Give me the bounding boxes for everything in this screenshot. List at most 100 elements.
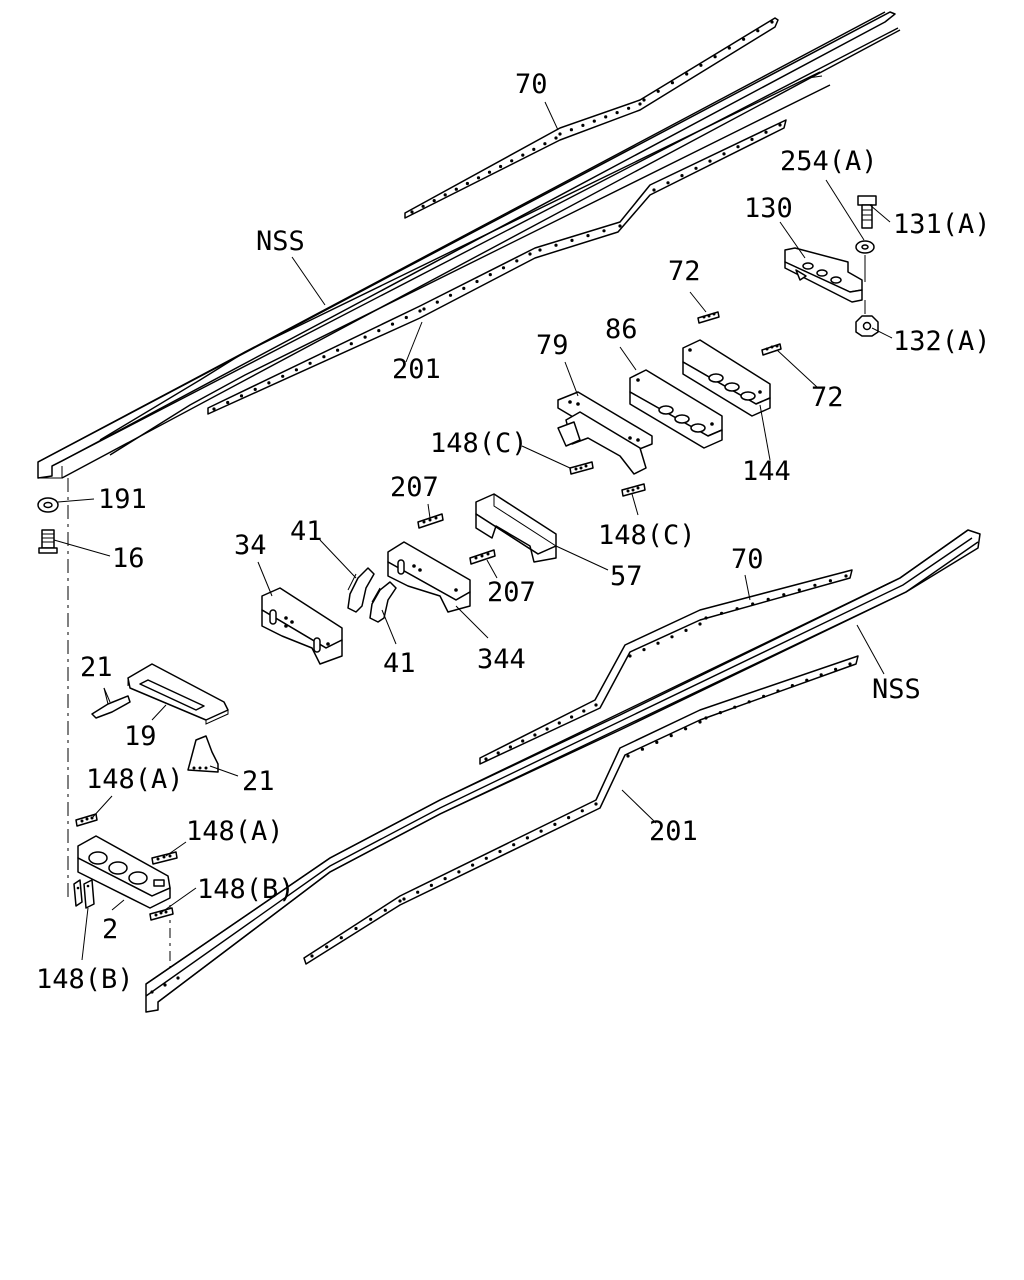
label-plate-70-lower: 70: [731, 544, 764, 575]
rivet-hole: [253, 387, 257, 391]
rivet-hole: [602, 229, 606, 233]
rivet-hole: [539, 829, 543, 833]
label-rivet-148b-right: 148(B): [197, 874, 295, 905]
rivet-hole: [404, 315, 408, 320]
rivet-hole: [528, 252, 532, 256]
bolt-131a: [857, 195, 877, 229]
rivet-hole: [462, 286, 466, 290]
cross-member-144: [682, 339, 771, 417]
label-cross-member-19: 19: [124, 721, 157, 752]
cross-member-344: [387, 541, 471, 613]
bracket-130: [784, 247, 863, 303]
label-rivet-148a-top: 148(A): [86, 764, 184, 795]
rivet-hole: [797, 588, 801, 592]
rivet-hole: [465, 181, 469, 186]
rivet-hole: [432, 199, 436, 203]
rivet-hole: [778, 123, 782, 127]
rivet-hole: [666, 181, 670, 185]
rivet-hole: [586, 234, 590, 238]
rivet-hole: [498, 849, 502, 854]
upper-side-rail: [37, 11, 901, 479]
rivet-hole: [310, 954, 314, 958]
label-bracket-130: 130: [744, 193, 793, 224]
rivet-hole: [669, 734, 673, 738]
washer-191: [37, 497, 59, 513]
rivet-hole: [718, 711, 723, 715]
label-rivet-148c-right: 148(C): [598, 520, 696, 551]
rivet-hole: [239, 394, 244, 398]
rivet-hole: [508, 745, 512, 749]
rivet-hole: [418, 309, 422, 313]
rivet-hole: [538, 248, 542, 252]
rivet-hole: [176, 976, 180, 980]
label-cross-member-57: 57: [610, 561, 643, 592]
rivet-hole: [727, 46, 731, 50]
rivet-hole: [627, 106, 631, 110]
rivet-hole: [369, 917, 373, 921]
rivet-hole: [226, 400, 230, 405]
rivet-hole: [435, 300, 439, 304]
rivet-hole: [325, 945, 329, 949]
rivet-hole: [416, 890, 420, 894]
rivet-hole: [570, 715, 574, 719]
upper-plate-201: [207, 119, 787, 415]
rivet-hole: [770, 20, 774, 24]
rivet-hole: [656, 641, 660, 645]
label-cross-member-2: 2: [102, 914, 118, 945]
rivet-hole: [642, 648, 646, 652]
rivet-hole: [626, 754, 630, 758]
rivet-hole: [747, 700, 751, 704]
rivet-hole: [756, 29, 760, 33]
rivet-hole: [484, 856, 488, 860]
rivet-hole: [496, 751, 500, 755]
rivet-hole: [684, 727, 688, 731]
rivet-hole: [594, 802, 598, 806]
rivet-hole: [471, 863, 475, 867]
rivet-hole: [501, 266, 506, 270]
rivet-hole: [750, 137, 754, 141]
label-cross-member-144: 144: [742, 456, 791, 487]
rivet-hole: [656, 89, 660, 93]
rivet-207-mid: [469, 549, 496, 565]
rivet-hole: [521, 153, 525, 157]
rivet-hole: [670, 635, 674, 639]
rivet-hole: [776, 689, 780, 693]
leader-lines: [53, 101, 893, 961]
rivet-hole: [545, 727, 549, 731]
rivet-hole: [532, 147, 536, 151]
rivet-hole: [570, 238, 574, 242]
rivet-hole: [422, 307, 426, 311]
label-plate-201-upper: 201: [392, 354, 441, 385]
label-gusset-41-bottom: 41: [383, 648, 416, 679]
rivet-hole: [670, 81, 675, 85]
rivet-hole: [484, 757, 488, 761]
rivet-hole: [543, 142, 547, 146]
rivet-hole: [704, 716, 708, 720]
label-gusset-21-top: 21: [80, 652, 113, 683]
rivet-148c-left: [569, 461, 594, 475]
rivet-hole: [685, 72, 689, 76]
rivet-hole: [499, 164, 503, 169]
rivet-hole: [429, 883, 433, 888]
label-rivet-207-top: 207: [390, 472, 439, 503]
rivet-hole: [488, 273, 492, 277]
rivet-hole: [580, 809, 584, 813]
label-rivet-207-mid: 207: [487, 577, 536, 608]
rivet-hole: [694, 166, 698, 170]
rivet-hole: [553, 822, 557, 827]
label-cross-member-86: 86: [605, 314, 638, 345]
label-nss-upper: NSS: [256, 226, 305, 257]
rivet-hole: [354, 926, 358, 931]
rivet-hole: [720, 611, 724, 615]
rivet-hole: [615, 111, 619, 115]
rivet-hole: [487, 170, 492, 174]
part-labels: 70 NSS 201 254(A) 131(A) 130 132(A) 72 7…: [36, 69, 991, 995]
rivet-hole: [813, 583, 817, 587]
gusset-41-top: [347, 567, 375, 613]
rivet-hole: [704, 616, 708, 620]
label-nss-lower: NSS: [872, 674, 921, 705]
rivet-hole: [212, 407, 216, 411]
rivet-hole: [554, 243, 558, 247]
rivet-hole: [163, 983, 167, 987]
